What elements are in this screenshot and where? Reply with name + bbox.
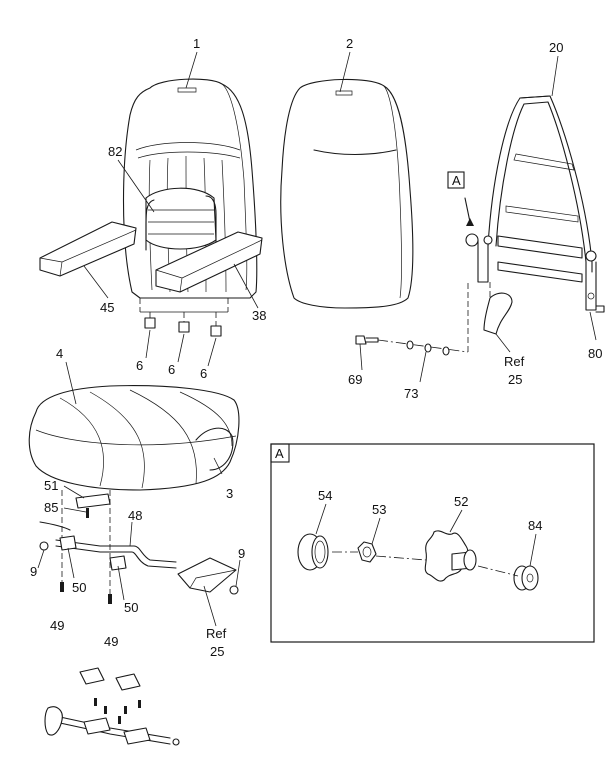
ref-25-upper-num: 25 bbox=[508, 372, 522, 387]
inset-seat-bracket bbox=[44, 667, 180, 746]
callout-80: 80 bbox=[588, 346, 602, 361]
seat-back-cover bbox=[280, 78, 414, 309]
seat-back-assembly bbox=[39, 78, 263, 337]
callout-51: 51 bbox=[44, 478, 58, 493]
callout-54: 54 bbox=[318, 488, 332, 503]
callout-82: 82 bbox=[108, 144, 122, 159]
callout-6-a: 6 bbox=[136, 358, 143, 373]
seat-back-frame bbox=[464, 95, 605, 313]
recliner-handle-upper bbox=[483, 282, 513, 335]
callout-45: 45 bbox=[100, 300, 114, 315]
callout-73: 73 bbox=[404, 386, 418, 401]
detail-a-flag-label: A bbox=[452, 173, 461, 188]
callout-2: 2 bbox=[346, 36, 353, 51]
callout-4: 4 bbox=[56, 346, 63, 361]
detail-a-flag bbox=[447, 171, 465, 189]
detail-view-a bbox=[270, 443, 595, 643]
callout-38: 38 bbox=[252, 308, 266, 323]
callout-50-b: 50 bbox=[124, 600, 138, 615]
callout-52: 52 bbox=[454, 494, 468, 509]
callout-labels: 1 2 20 82 45 38 6 6 6 4 3 51 85 48 9 9 5… bbox=[30, 36, 602, 659]
callout-6-b: 6 bbox=[168, 362, 175, 377]
callout-69: 69 bbox=[348, 372, 362, 387]
ref-25-upper-ref: Ref bbox=[504, 354, 525, 369]
callout-49-b: 49 bbox=[104, 634, 118, 649]
callout-20: 20 bbox=[549, 40, 563, 55]
callout-49-a: 49 bbox=[50, 618, 64, 633]
callout-48: 48 bbox=[128, 508, 142, 523]
detail-a-box-label: A bbox=[275, 446, 284, 461]
callout-53: 53 bbox=[372, 502, 386, 517]
ref-25-lower-ref: Ref bbox=[206, 626, 227, 641]
callout-9-b: 9 bbox=[238, 546, 245, 561]
callout-1: 1 bbox=[193, 36, 200, 51]
callout-6-c: 6 bbox=[200, 366, 207, 381]
callout-3: 3 bbox=[226, 486, 233, 501]
callout-9-a: 9 bbox=[30, 564, 37, 579]
pivot-hardware bbox=[355, 282, 469, 356]
ref-25-lower-num: 25 bbox=[210, 644, 224, 659]
callout-50-a: 50 bbox=[72, 580, 86, 595]
callout-85: 85 bbox=[44, 500, 58, 515]
callout-84: 84 bbox=[528, 518, 542, 533]
seat-pan-hardware bbox=[39, 490, 239, 604]
leader-lines bbox=[37, 51, 597, 627]
seat-cushion bbox=[28, 385, 240, 491]
